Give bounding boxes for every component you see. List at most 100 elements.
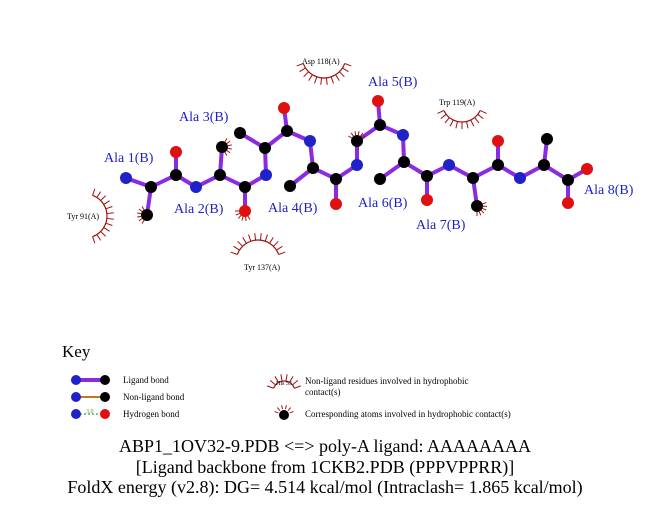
- contact-spike: [348, 135, 353, 139]
- residue-label-ala2: Ala 2(B): [174, 202, 224, 217]
- tyr91-hydrophobic-arc-spike: [96, 191, 102, 198]
- asp118-hydrophobic-arc-spike: [296, 63, 304, 67]
- tyr91-hydrophobic-arc-spike: [92, 188, 96, 196]
- contact-spike: [482, 202, 487, 205]
- tyr137-hydrophobic-arc-spike: [230, 251, 238, 255]
- asp118-hydrophobic-arc-spike: [325, 77, 328, 85]
- nitrogen-atom: [260, 169, 272, 181]
- nitrogen-atom: [351, 159, 363, 171]
- key-hydrophobic-arc-spike: [289, 376, 294, 383]
- carbon-atom: [538, 159, 550, 171]
- contact-spike: [227, 147, 232, 150]
- tyr137-hydrophobic-arc-spike: [242, 237, 247, 244]
- key-title: Key: [62, 342, 91, 361]
- tyr137-hydrophobic-arc: [236, 239, 280, 255]
- tyr137-hydrophobic-arc-spike: [254, 233, 257, 241]
- tyr91-hydrophobic-arc-spike: [105, 222, 113, 226]
- oxygen-atom: [239, 205, 251, 217]
- trp119-hydrophobic-arc-spike: [474, 117, 480, 124]
- key-ligand-atom-left: [71, 375, 81, 385]
- contact-spike: [284, 405, 287, 410]
- residue-label-ala4: Ala 4(B): [268, 201, 318, 216]
- tyr137-hydrophobic-arc-spike: [233, 245, 240, 251]
- residue-label-ala5: Ala 5(B): [368, 75, 418, 90]
- asp118-hydrophobic-arc-spike: [339, 71, 345, 78]
- contact-spike: [235, 212, 240, 216]
- contact-spike: [350, 132, 354, 137]
- residue-label-ala1: Ala 1(B): [104, 151, 154, 166]
- tyr137-hydrophobic-arc-spike: [259, 233, 262, 241]
- contact-spike: [224, 138, 228, 143]
- key-hydrophobic-arc-icon: [266, 374, 302, 389]
- tyr91-hydrophobic-arc-spike: [106, 212, 114, 215]
- asp118-hydrophobic-arc-spike: [314, 76, 318, 84]
- caption-line3: FoldX energy (v2.8): DG= 4.514 kcal/mol …: [67, 477, 582, 498]
- contact-spike: [247, 215, 251, 220]
- asp118-hydrophobic-arc-spike: [308, 74, 313, 81]
- oxygen-atom: [421, 194, 433, 206]
- contact-spike: [281, 405, 284, 410]
- contact-spike: [276, 407, 281, 411]
- nitrogen-atom: [304, 135, 316, 147]
- hydrophobic-label-tyr91: Tyr 91(A): [67, 212, 99, 221]
- carbon-atom: [492, 159, 504, 171]
- tyr91-hydrophobic-arc-spike: [103, 227, 110, 232]
- carbon-atom: [471, 200, 483, 212]
- tyr91-hydrophobic-arc-spike: [92, 236, 96, 244]
- trp119-hydrophobic-arc-spike: [437, 109, 445, 114]
- nitrogen-atom: [443, 159, 455, 171]
- hydrophobic-label-tyr137: Tyr 137(A): [244, 263, 280, 272]
- trp119-hydrophobic-arc-spike: [479, 109, 487, 114]
- carbon-atom: [467, 172, 479, 184]
- key-hydrophobic-arc-spike: [274, 376, 279, 383]
- contact-spike: [138, 218, 143, 222]
- oxygen-atom: [581, 163, 593, 175]
- tyr91-hydrophobic-arc-spike: [105, 206, 113, 210]
- tyr137-hydrophobic-arc-spike: [248, 234, 252, 242]
- carbon-atom: [281, 125, 293, 137]
- key-nonligand-residues-line1: Non-ligand residues involved in hydropho…: [305, 376, 468, 386]
- nitrogen-atom: [397, 129, 409, 141]
- contact-spike: [482, 207, 487, 211]
- key-corresponding-atom-icon: [274, 405, 294, 414]
- tyr137-hydrophobic-arc-spike: [237, 240, 243, 247]
- asp118-hydrophobic-arc-spike: [330, 76, 334, 84]
- contact-spike: [237, 215, 242, 219]
- key-hydrophobic-arc-spike: [266, 385, 274, 389]
- trp119-hydrophobic-arc-spike: [470, 119, 475, 127]
- trp119-hydrophobic-arc-spike: [477, 113, 484, 120]
- key-nonligand-atom-left: [71, 392, 81, 402]
- hydrophobic-label-asp118: Asp 118(A): [302, 57, 340, 66]
- key-his-label: His 53: [276, 381, 292, 387]
- asp118-hydrophobic-arc: [302, 63, 346, 79]
- carbon-atom: [351, 135, 363, 147]
- key-corresponding-atoms-label: Corresponding atoms involved in hydropho…: [305, 409, 511, 419]
- tyr91-hydrophobic-arc-spike: [100, 231, 107, 237]
- trp119-hydrophobic-arc: [443, 110, 481, 123]
- tyr137-hydrophobic-arc-spike: [273, 240, 279, 247]
- contact-spike: [226, 140, 231, 144]
- carbon-atom: [284, 180, 296, 192]
- carbon-atom: [374, 173, 386, 185]
- tyr91-hydrophobic-arc-spike: [100, 195, 107, 201]
- oxygen-atom: [330, 198, 342, 210]
- tyr91-hydrophobic-arc: [92, 194, 108, 238]
- tyr137-hydrophobic-arc-spike: [278, 251, 286, 255]
- carbon-atom: [259, 142, 271, 154]
- trp119-hydrophobic-arc-spike: [444, 117, 450, 124]
- oxygen-atom: [278, 102, 290, 114]
- key-ligand-atom-right: [100, 375, 110, 385]
- carbon-atom: [374, 119, 386, 131]
- key-hbond-atom-left: [71, 409, 81, 419]
- hydrophobic-arcs: [92, 63, 487, 255]
- residue-label-ala6: Ala 6(B): [358, 196, 408, 211]
- key-hydrophobic-arc-spike: [269, 380, 276, 386]
- contact-spike: [138, 208, 143, 212]
- asp118-hydrophobic-arc-spike: [335, 74, 340, 81]
- tyr137-hydrophobic-arc-spike: [276, 245, 283, 251]
- hydrophobic-label-trp119: Trp 119(A): [439, 98, 475, 107]
- key-hbond-distance: 3.0: [86, 409, 94, 415]
- carbon-atom: [330, 173, 342, 185]
- nitrogen-atom: [190, 181, 202, 193]
